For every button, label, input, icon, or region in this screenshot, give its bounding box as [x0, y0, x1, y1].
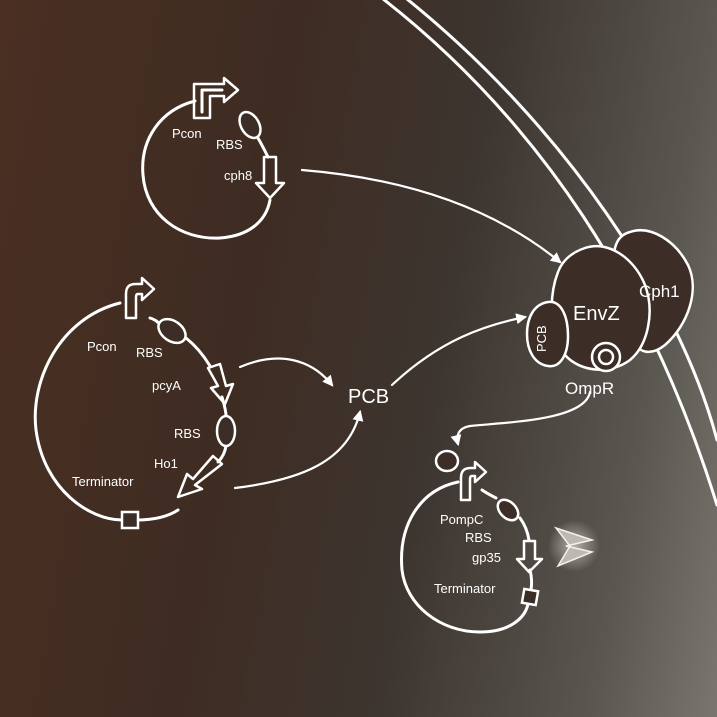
plasmid-backbone — [400, 480, 530, 634]
rbs-icon-1 — [157, 317, 187, 345]
gene-label-pcyA: pcyA — [152, 378, 181, 393]
plasmid-gp35: PompC RBS gp35 Terminator — [400, 449, 600, 634]
phage-tail-fiber-icon — [553, 526, 595, 568]
pcb-bound-chromophore — [525, 300, 570, 368]
rbs-label-2: RBS — [174, 426, 201, 441]
pcb-label: PCB — [348, 386, 389, 408]
plasmid-backbone — [528, 568, 534, 592]
plasmid-backbone — [220, 395, 228, 418]
rbs-icon-2 — [215, 414, 237, 448]
plasmid-backbone — [33, 301, 124, 522]
cell-membrane — [381, 0, 717, 507]
membrane-outer-line — [381, 0, 717, 507]
plasmid-backbone — [480, 488, 498, 500]
promoter-icon — [192, 76, 240, 120]
gene-label: cph8 — [224, 168, 252, 183]
plasmid-backbone — [184, 336, 212, 368]
arrow-ho1-to-pcb — [233, 409, 364, 490]
plasmid-backbone — [216, 444, 228, 464]
terminator-icon — [520, 587, 540, 607]
promoter-arrow — [200, 88, 224, 114]
gene-label-ho1: Ho1 — [154, 456, 178, 471]
pcb-bound-label: PCB — [534, 325, 549, 352]
gene-arrow-icon — [515, 539, 544, 574]
gene-arrow-icon-ho1 — [176, 454, 224, 499]
promoter-icon — [124, 276, 156, 320]
plasmid-backbone — [141, 99, 272, 240]
terminator-icon — [120, 510, 140, 530]
plasmid-backbone — [518, 516, 531, 542]
plasmid-pcb-synthesis: Pcon RBS pcyA RBS Ho1 Terminator — [33, 276, 237, 530]
terminator-label: Terminator — [434, 581, 496, 596]
promoter-icon — [459, 460, 488, 502]
flow-arrows — [233, 168, 592, 490]
ompr-label: OmpR — [565, 379, 614, 398]
terminator-label: Terminator — [72, 474, 134, 489]
membrane-inner-line — [405, 0, 717, 442]
rbs-icon — [238, 110, 262, 140]
ompr-core — [597, 348, 615, 366]
arrow-pcb-to-envz — [390, 313, 528, 387]
rbs-label-1: RBS — [136, 345, 163, 360]
rbs-label: RBS — [216, 137, 243, 152]
cph1-label: Cph1 — [639, 282, 680, 301]
ompr-bound-icon — [434, 449, 460, 473]
arrow-pcyA-to-pcb — [238, 357, 334, 387]
gene-arrow-icon-pcyA — [206, 362, 235, 406]
gene-arrow-icon — [254, 155, 286, 200]
promoter-label: Pcon — [87, 339, 117, 354]
plasmid-backbone — [134, 508, 180, 522]
rbs-label: RBS — [465, 530, 492, 545]
envz-label: EnvZ — [573, 303, 620, 325]
arrow-ompr-to-promoter — [450, 390, 592, 447]
promoter-label: PompC — [440, 512, 483, 527]
gene-label: gp35 — [472, 550, 501, 565]
plasmid-cph8: Pcon RBS cph8 — [141, 76, 286, 240]
arrow-cph8-to-envz — [300, 168, 562, 264]
membrane-complex: EnvZ Cph1 PCB OmpR — [525, 229, 694, 398]
rbs-icon — [496, 498, 520, 522]
promoter-label: Pcon — [172, 126, 202, 141]
